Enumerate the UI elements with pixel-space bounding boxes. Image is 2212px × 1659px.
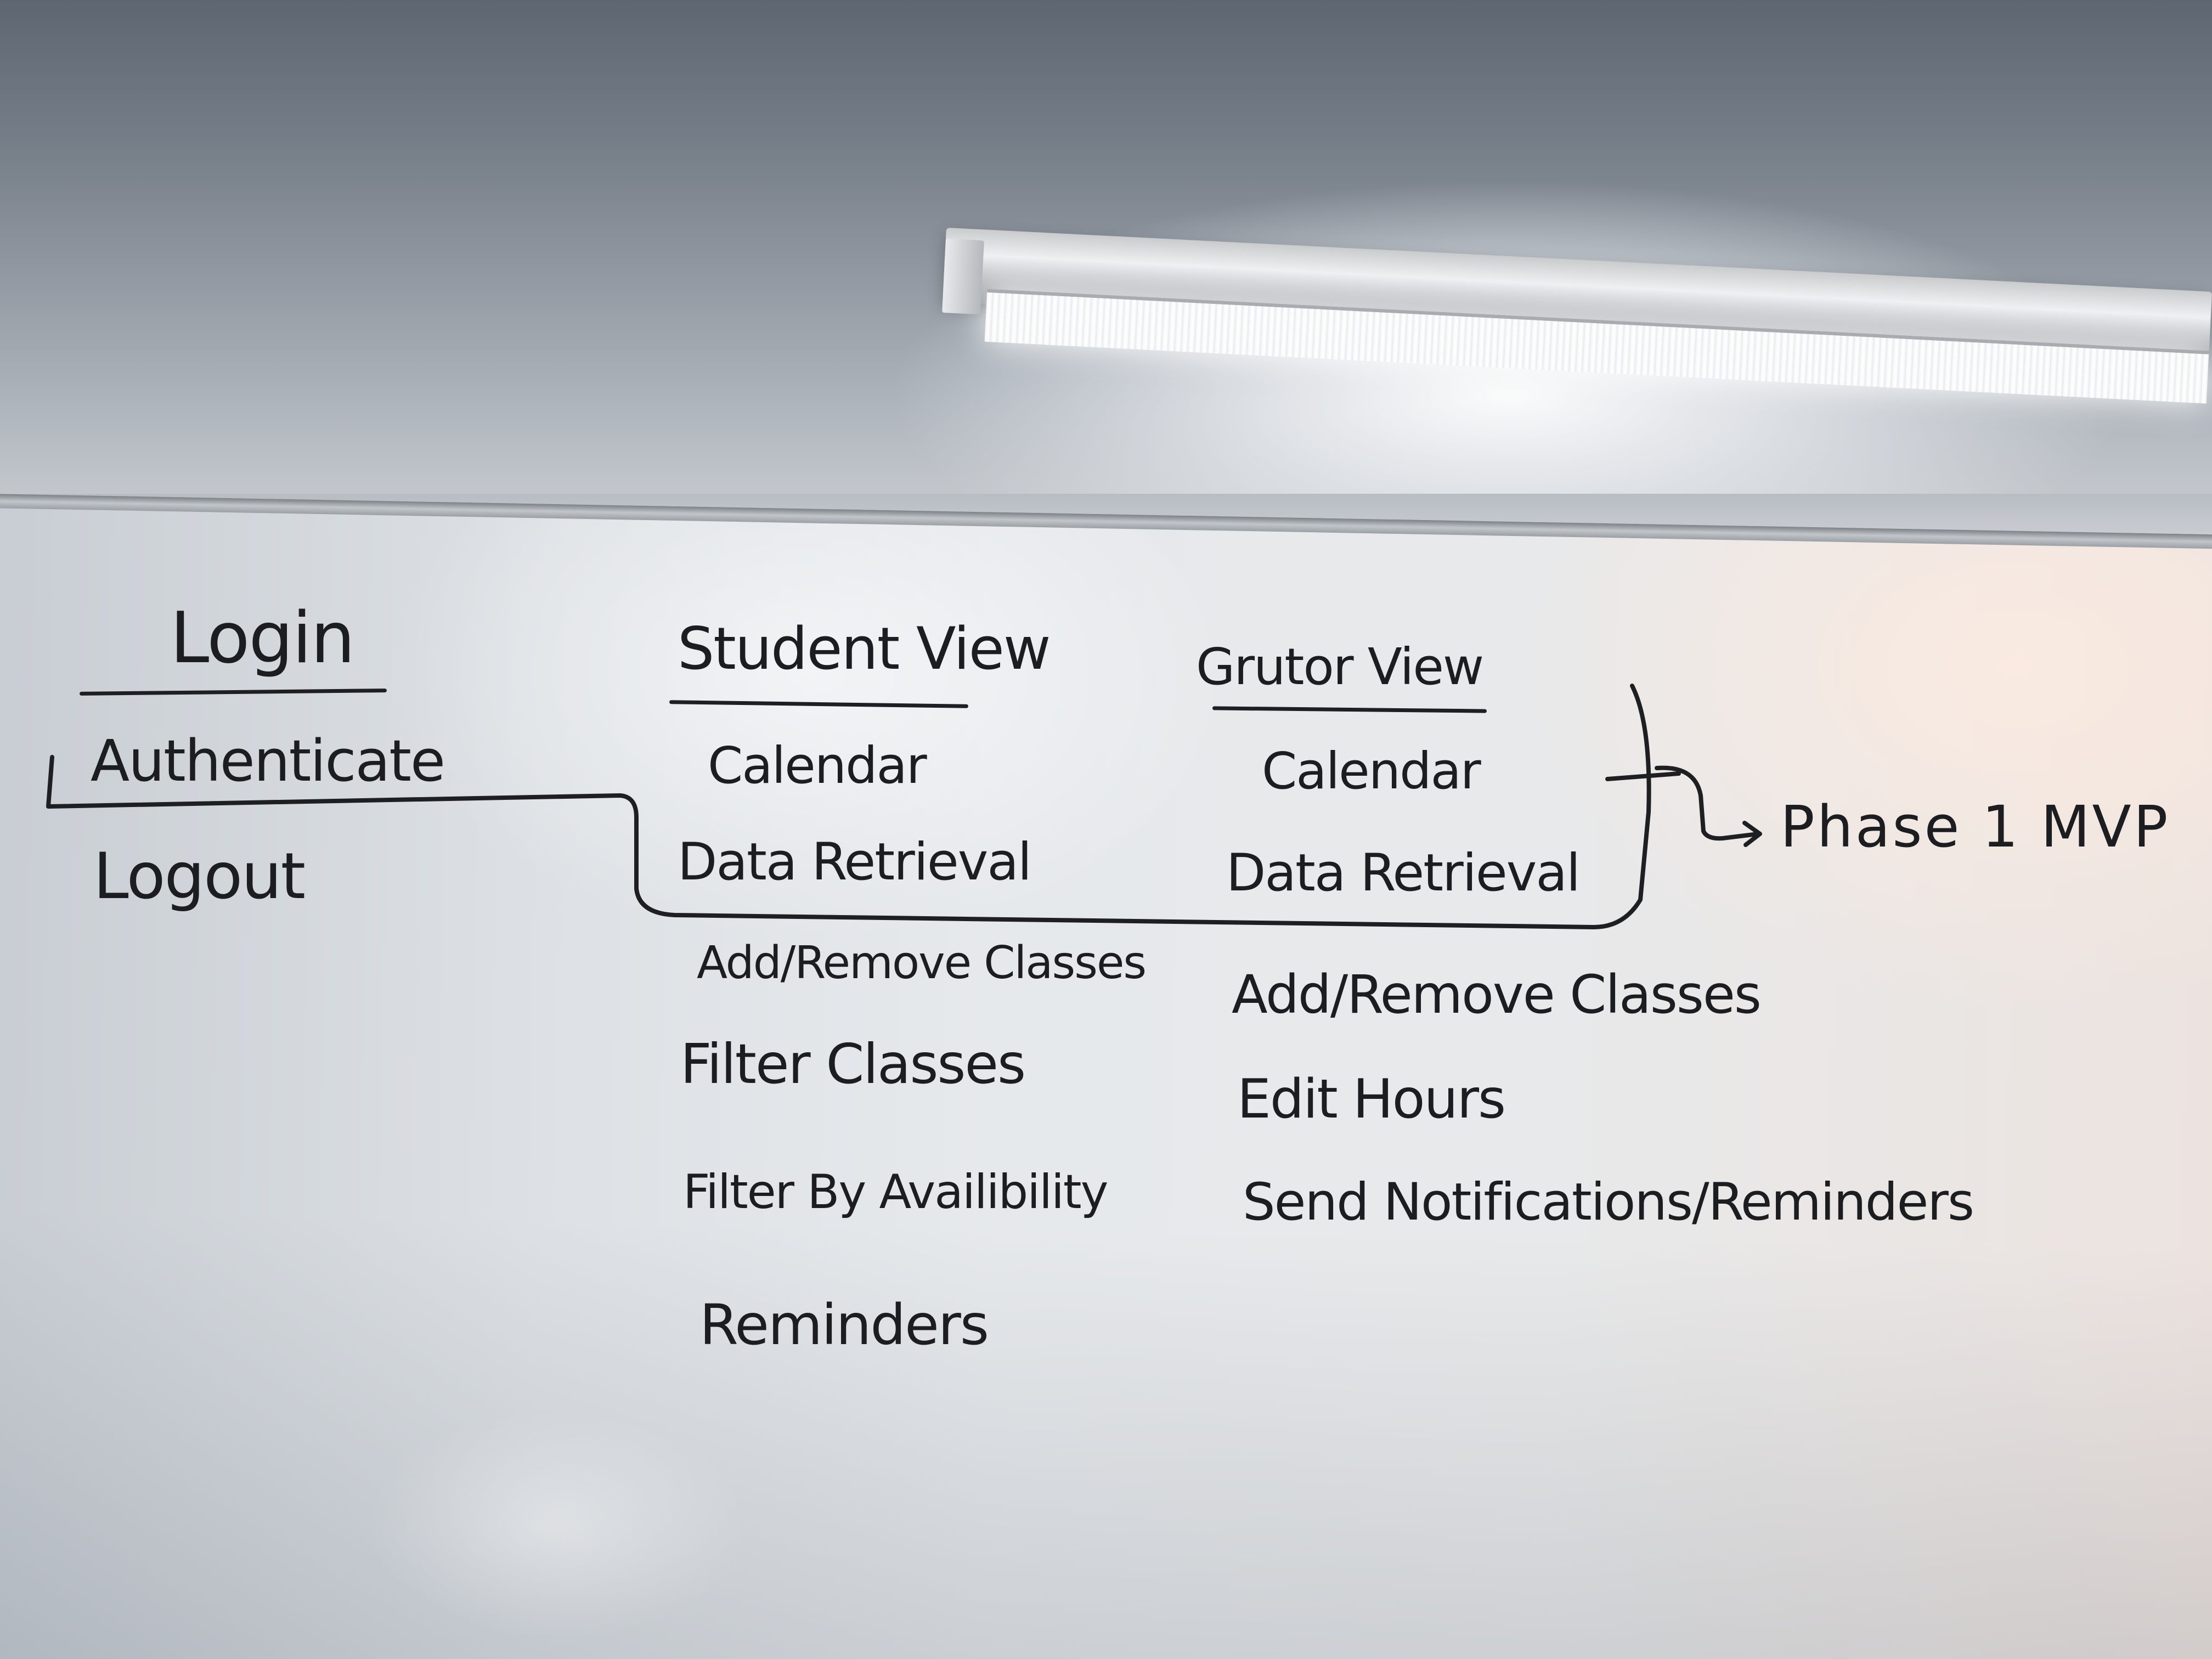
tutor-view-item-calendar: Calendar <box>1262 742 1481 800</box>
login-heading: Login <box>170 597 355 679</box>
bracket-tick <box>1605 771 1681 781</box>
student-view-item-calendar: Calendar <box>708 736 927 795</box>
tutor-view-item-send-notifications-reminders: Send Notifications/Reminders <box>1243 1172 1974 1232</box>
mvp-grouping-line <box>46 684 1651 929</box>
student-view-item-filter-classes: Filter Classes <box>680 1032 1026 1096</box>
login-item-logout: Logout <box>93 839 306 913</box>
login-item-authenticate: Authenticate <box>91 727 445 794</box>
student-view-item-add-remove-classes: Add/Remove Classes <box>697 937 1147 989</box>
phase-arrow <box>1655 765 1762 847</box>
tutor-view-item-data-retrieval: Data Retrieval <box>1226 843 1581 903</box>
tutor-view-item-edit-hours: Edit Hours <box>1237 1068 1506 1131</box>
student-view-item-filter-by-availability: Filter By Availibility <box>683 1165 1109 1220</box>
phase-1-mvp-label: Phase 1 MVP <box>1780 793 2170 860</box>
student-view-heading: Student View <box>678 615 1051 682</box>
student-view-item-reminders: Reminders <box>699 1293 989 1358</box>
student-view-item-data-retrieval: Data Retrieval <box>678 832 1032 892</box>
tutor-view-heading: Grutor View <box>1196 637 1484 696</box>
tutor-view-item-add-remove-classes: Add/Remove Classes <box>1232 964 1762 1025</box>
